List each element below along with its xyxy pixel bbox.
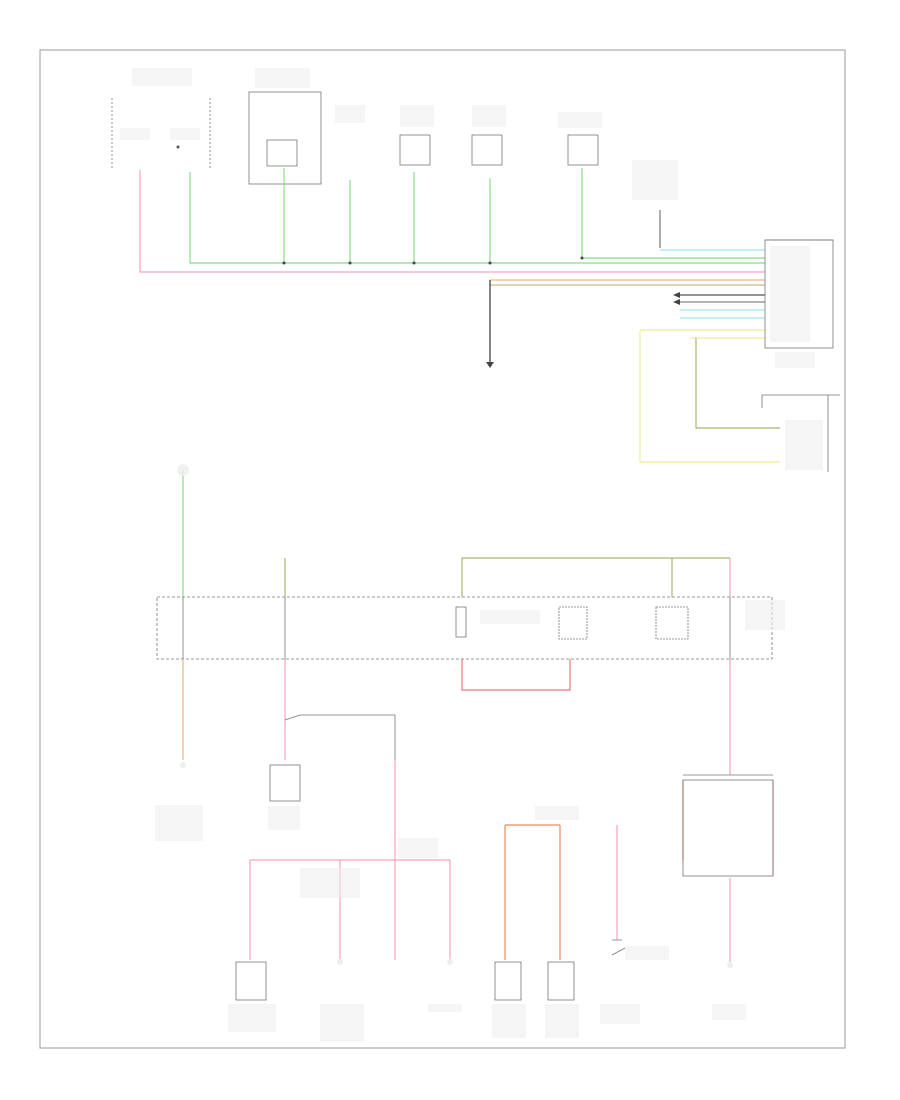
splice-points-top	[282, 256, 680, 368]
diagram-border	[39, 49, 846, 1049]
lamp-box-2	[471, 134, 503, 166]
top-wires	[139, 168, 780, 463]
top-component-group	[111, 68, 678, 200]
component-steering-switch	[111, 68, 211, 168]
lower-components	[155, 762, 774, 1042]
lamp-box-1	[399, 134, 431, 166]
connector-block-right	[761, 239, 840, 472]
middle-section	[177, 464, 731, 597]
component-switch-box	[248, 68, 322, 185]
power-distribution-box	[156, 596, 785, 660]
lamp-box-3	[567, 134, 599, 166]
